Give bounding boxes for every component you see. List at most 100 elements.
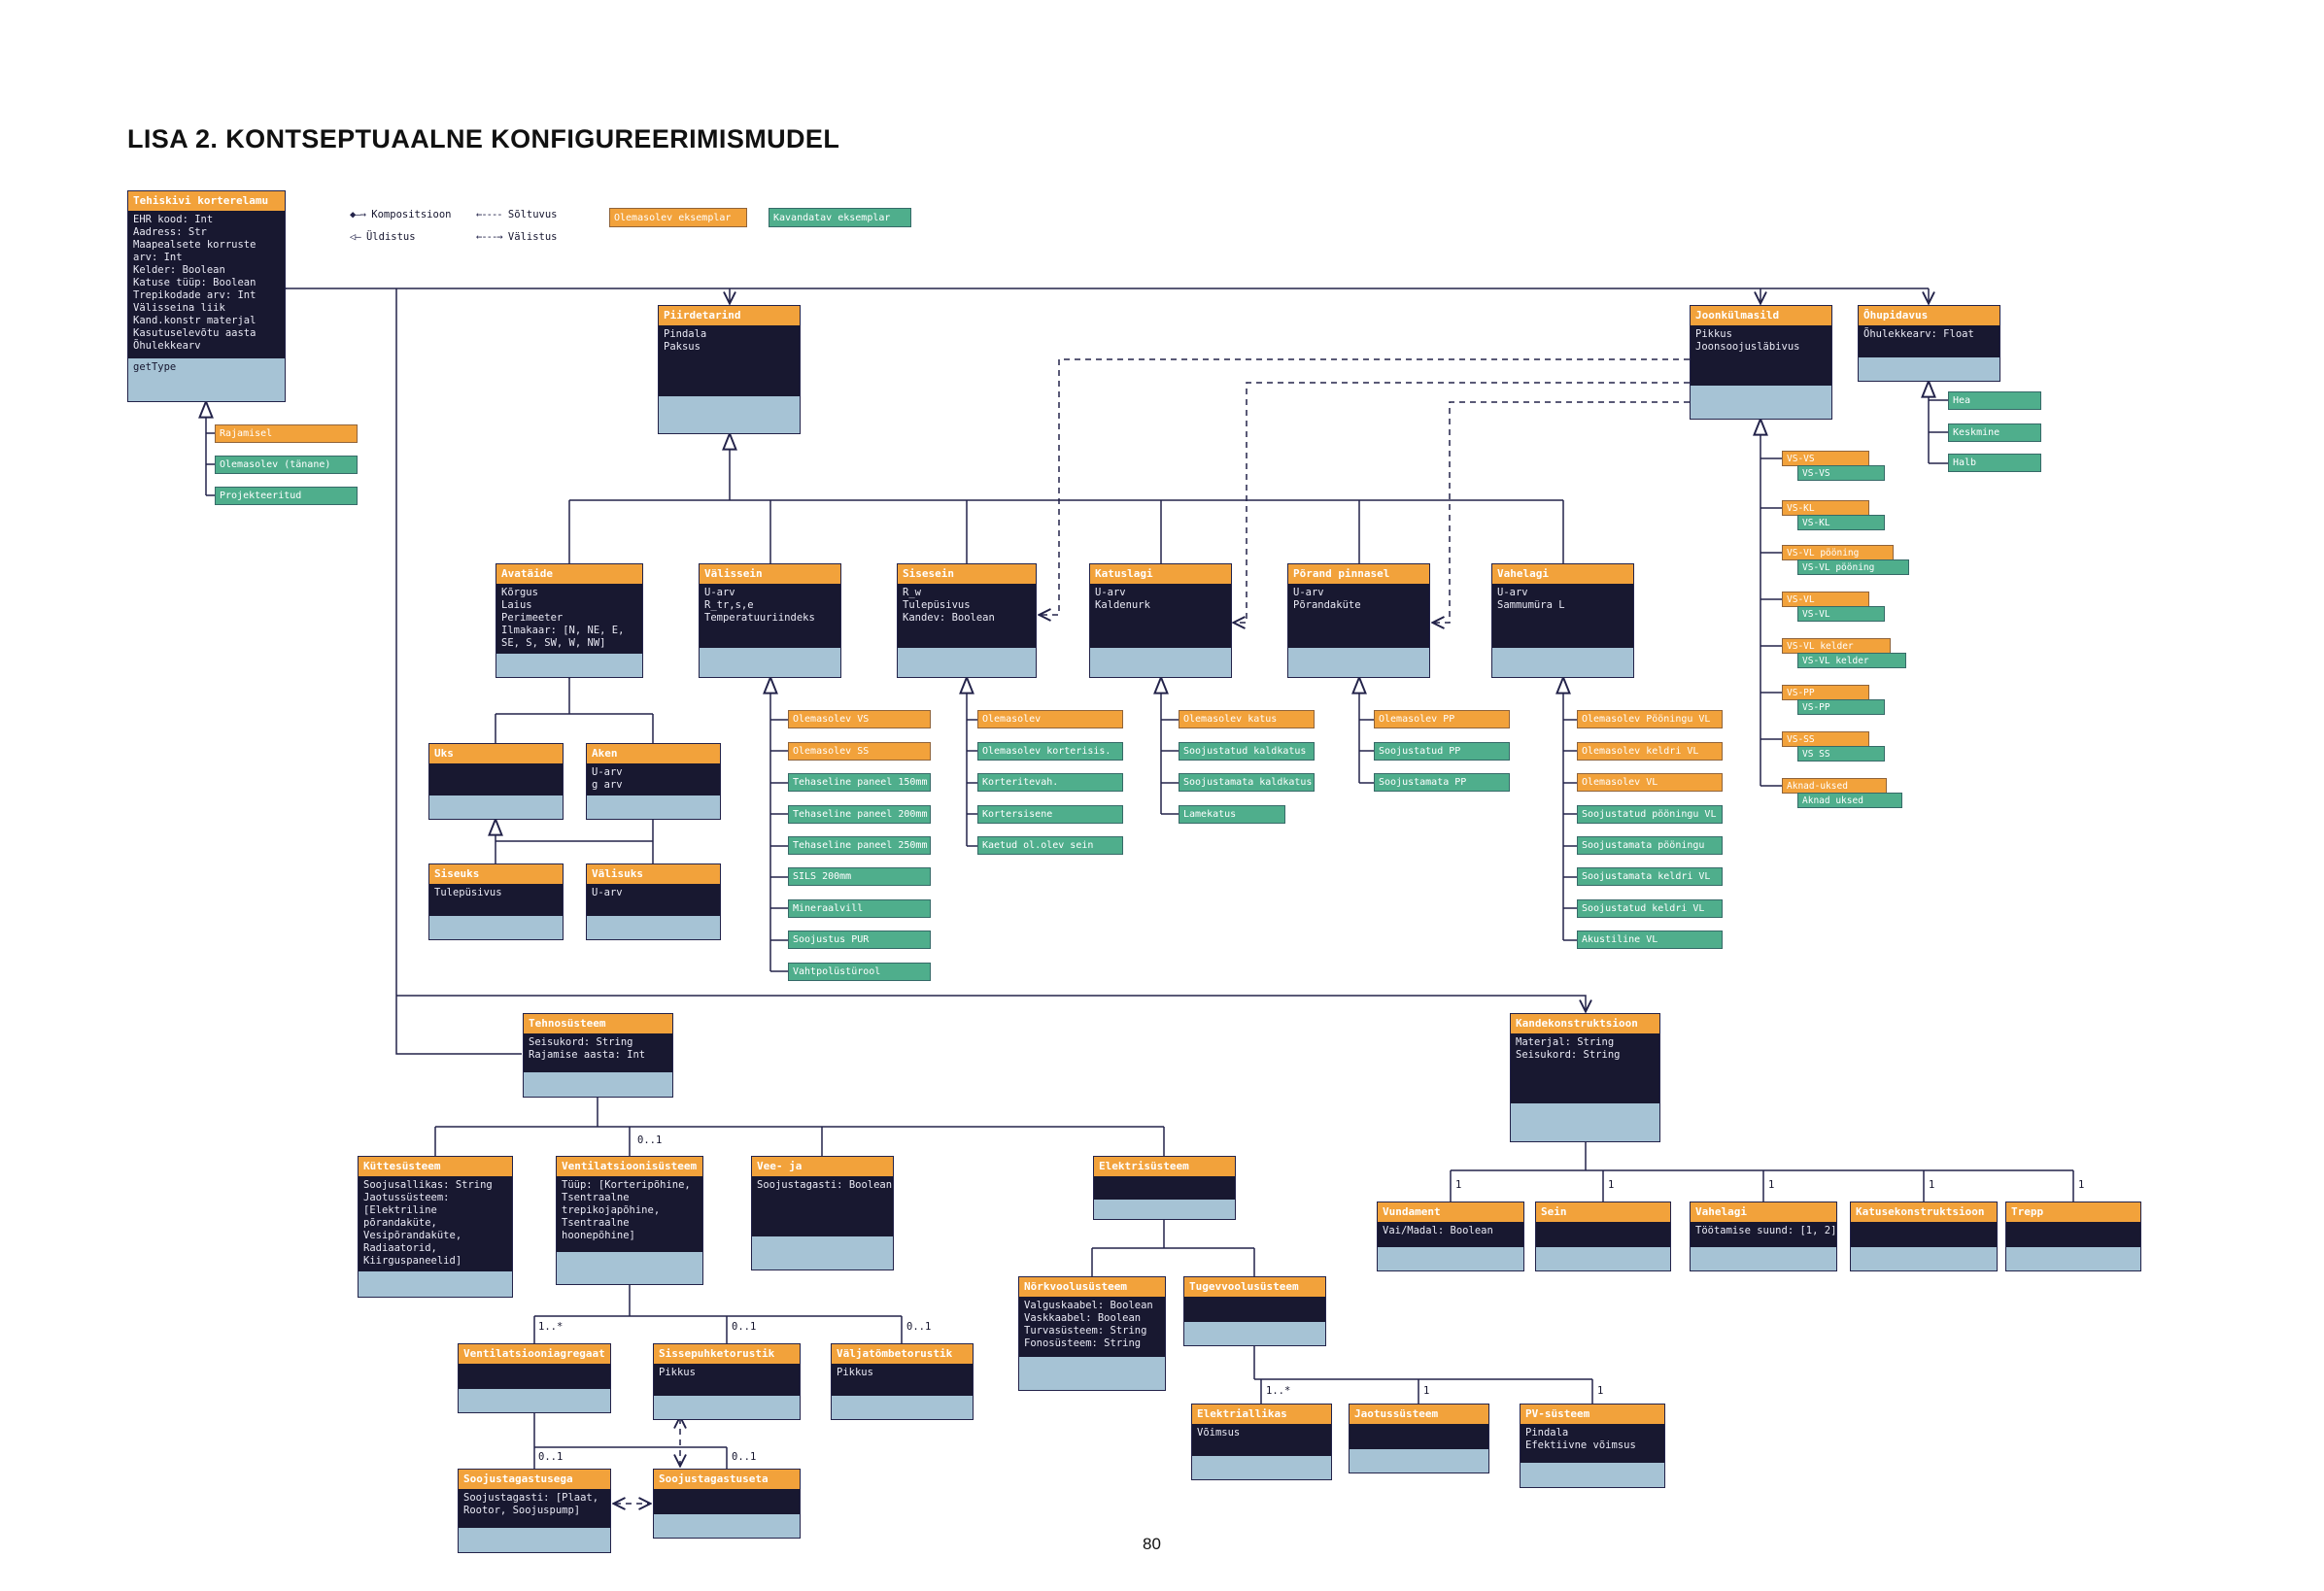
- class-elektrisysteem: Elektrisüsteem: [1093, 1156, 1236, 1220]
- class-attribute: põrandaküte,: [363, 1217, 437, 1229]
- existing-instance: Aknad-uksed: [1782, 778, 1887, 794]
- class-operations: [1090, 648, 1231, 677]
- class-operations: [1511, 1103, 1659, 1141]
- class-attributes: [459, 1364, 610, 1389]
- class-attributes: Pikkus: [654, 1364, 800, 1396]
- class-operations: [1288, 648, 1429, 677]
- multiplicity-label: 0..1: [732, 1451, 757, 1463]
- class-attribute: Turvasüsteem: String: [1024, 1325, 1147, 1337]
- class-attribute: Vai/Madal: Boolean: [1383, 1225, 1493, 1236]
- class-header: Tugevvoolusüsteem: [1184, 1277, 1325, 1297]
- class-attribute: Pikkus: [659, 1367, 696, 1378]
- class-attributes: Soojustagasti: Boolean: [752, 1176, 893, 1236]
- class-attribute: Maapealsete korruste: [133, 239, 256, 251]
- multiplicity-label: 0..1: [637, 1134, 663, 1146]
- class-header: Uks: [429, 744, 563, 763]
- class-header: Küttesüsteem: [359, 1157, 512, 1176]
- planned-instance: VS SS: [1797, 746, 1885, 762]
- class-attribute: Võimsus: [1197, 1427, 1241, 1439]
- class-header: Elektrisüsteem: [1094, 1157, 1235, 1176]
- class-header: PV-süsteem: [1521, 1405, 1664, 1424]
- existing-instance: Olemasolev katus: [1179, 710, 1315, 728]
- planned-instance: Olemasolev (tänane): [215, 456, 358, 474]
- class-attribute: Aadress: Str: [133, 226, 207, 238]
- class-operation: getType: [133, 361, 177, 373]
- planned-instance: Soojustatud kaldkatus: [1179, 742, 1315, 761]
- class-attribute: hoonepõhine]: [562, 1230, 635, 1241]
- class-attribute: U-arv: [704, 587, 735, 598]
- class-attributes: Õhulekkearv: Float: [1859, 325, 1999, 357]
- class-attributes: [654, 1489, 800, 1514]
- class-attribute: Töötamise suund: [1, 2]: [1695, 1225, 1836, 1236]
- planned-instance: Soojustamata pööningu: [1577, 836, 1723, 855]
- class-attribute: [Elektriline: [363, 1204, 437, 1216]
- class-operations: [654, 1514, 800, 1538]
- class-attributes: Soojustagasti: [Plaat,Rootor, Soojuspump…: [459, 1489, 610, 1528]
- class-operations: [700, 648, 840, 677]
- class-attribute: Tulepüsivus: [434, 887, 502, 898]
- planned-instance: Kavandatav eksemplar: [769, 208, 911, 227]
- planned-instance: Vahtpolüstürool: [788, 963, 931, 981]
- class-attribute: Pindala: [1525, 1427, 1569, 1439]
- class-operations: [1859, 357, 1999, 381]
- class-header: Tehnosüsteem: [524, 1014, 672, 1033]
- class-attribute: Vaskkaabel: Boolean: [1024, 1312, 1142, 1324]
- class-attribute: Kandev: Boolean: [903, 612, 995, 624]
- class-attribute: Pindala: [664, 328, 707, 340]
- legend-item: ◁— Üldistus: [350, 231, 416, 243]
- planned-instance: Tehaseline paneel 150mm: [788, 773, 931, 792]
- class-attributes: [2006, 1222, 2140, 1247]
- class-operations: [654, 1396, 800, 1419]
- planned-instance: SILS 200mm: [788, 867, 931, 886]
- class-operations: [459, 1528, 610, 1552]
- multiplicity-label: 0..1: [538, 1451, 564, 1463]
- class-operations: [752, 1236, 893, 1269]
- class-attribute: Välisseina liik: [133, 302, 225, 314]
- class-attribute: Õhulekkearv: Float: [1863, 328, 1974, 340]
- planned-instance: Kortersisene: [977, 805, 1123, 824]
- class-soojustagastuseta: Soojustagastuseta: [653, 1469, 801, 1539]
- class-attribute: Sammumüra L: [1497, 599, 1565, 611]
- existing-instance: VS-PP: [1782, 685, 1869, 700]
- existing-instance: Rajamisel: [215, 424, 358, 443]
- class-operations: [1492, 648, 1633, 677]
- class-attribute: U-arv: [1095, 587, 1126, 598]
- multiplicity-label: 0..1: [732, 1321, 757, 1333]
- planned-instance: Akustiline VL: [1577, 931, 1723, 949]
- legend-label: Välistus: [501, 231, 558, 243]
- class-operations: [429, 796, 563, 819]
- existing-instance: Olemasolev PP: [1374, 710, 1510, 728]
- class-header: Sissepuhketorustik: [654, 1344, 800, 1364]
- class-attribute: U-arv: [592, 766, 623, 778]
- class-header: Põrand pinnasel: [1288, 564, 1429, 584]
- class-operations: [524, 1072, 672, 1097]
- class-attributes: Tulepüsivus: [429, 884, 563, 916]
- class-operations: [1192, 1456, 1331, 1479]
- class-operations: [1378, 1247, 1523, 1270]
- existing-instance: Olemasolev keldri VL: [1577, 742, 1723, 761]
- class-operations: [1019, 1357, 1165, 1390]
- existing-instance: VS-VL: [1782, 592, 1869, 607]
- class-operations: [1094, 1200, 1235, 1219]
- class-operations: [557, 1252, 702, 1284]
- planned-instance: Projekteeritud: [215, 487, 358, 505]
- legend-glyph: ←----: [476, 209, 503, 220]
- planned-instance: VS-PP: [1797, 699, 1885, 715]
- class-attribute: trepikojapõhine,: [562, 1204, 661, 1216]
- class-sein: Sein: [1535, 1202, 1671, 1271]
